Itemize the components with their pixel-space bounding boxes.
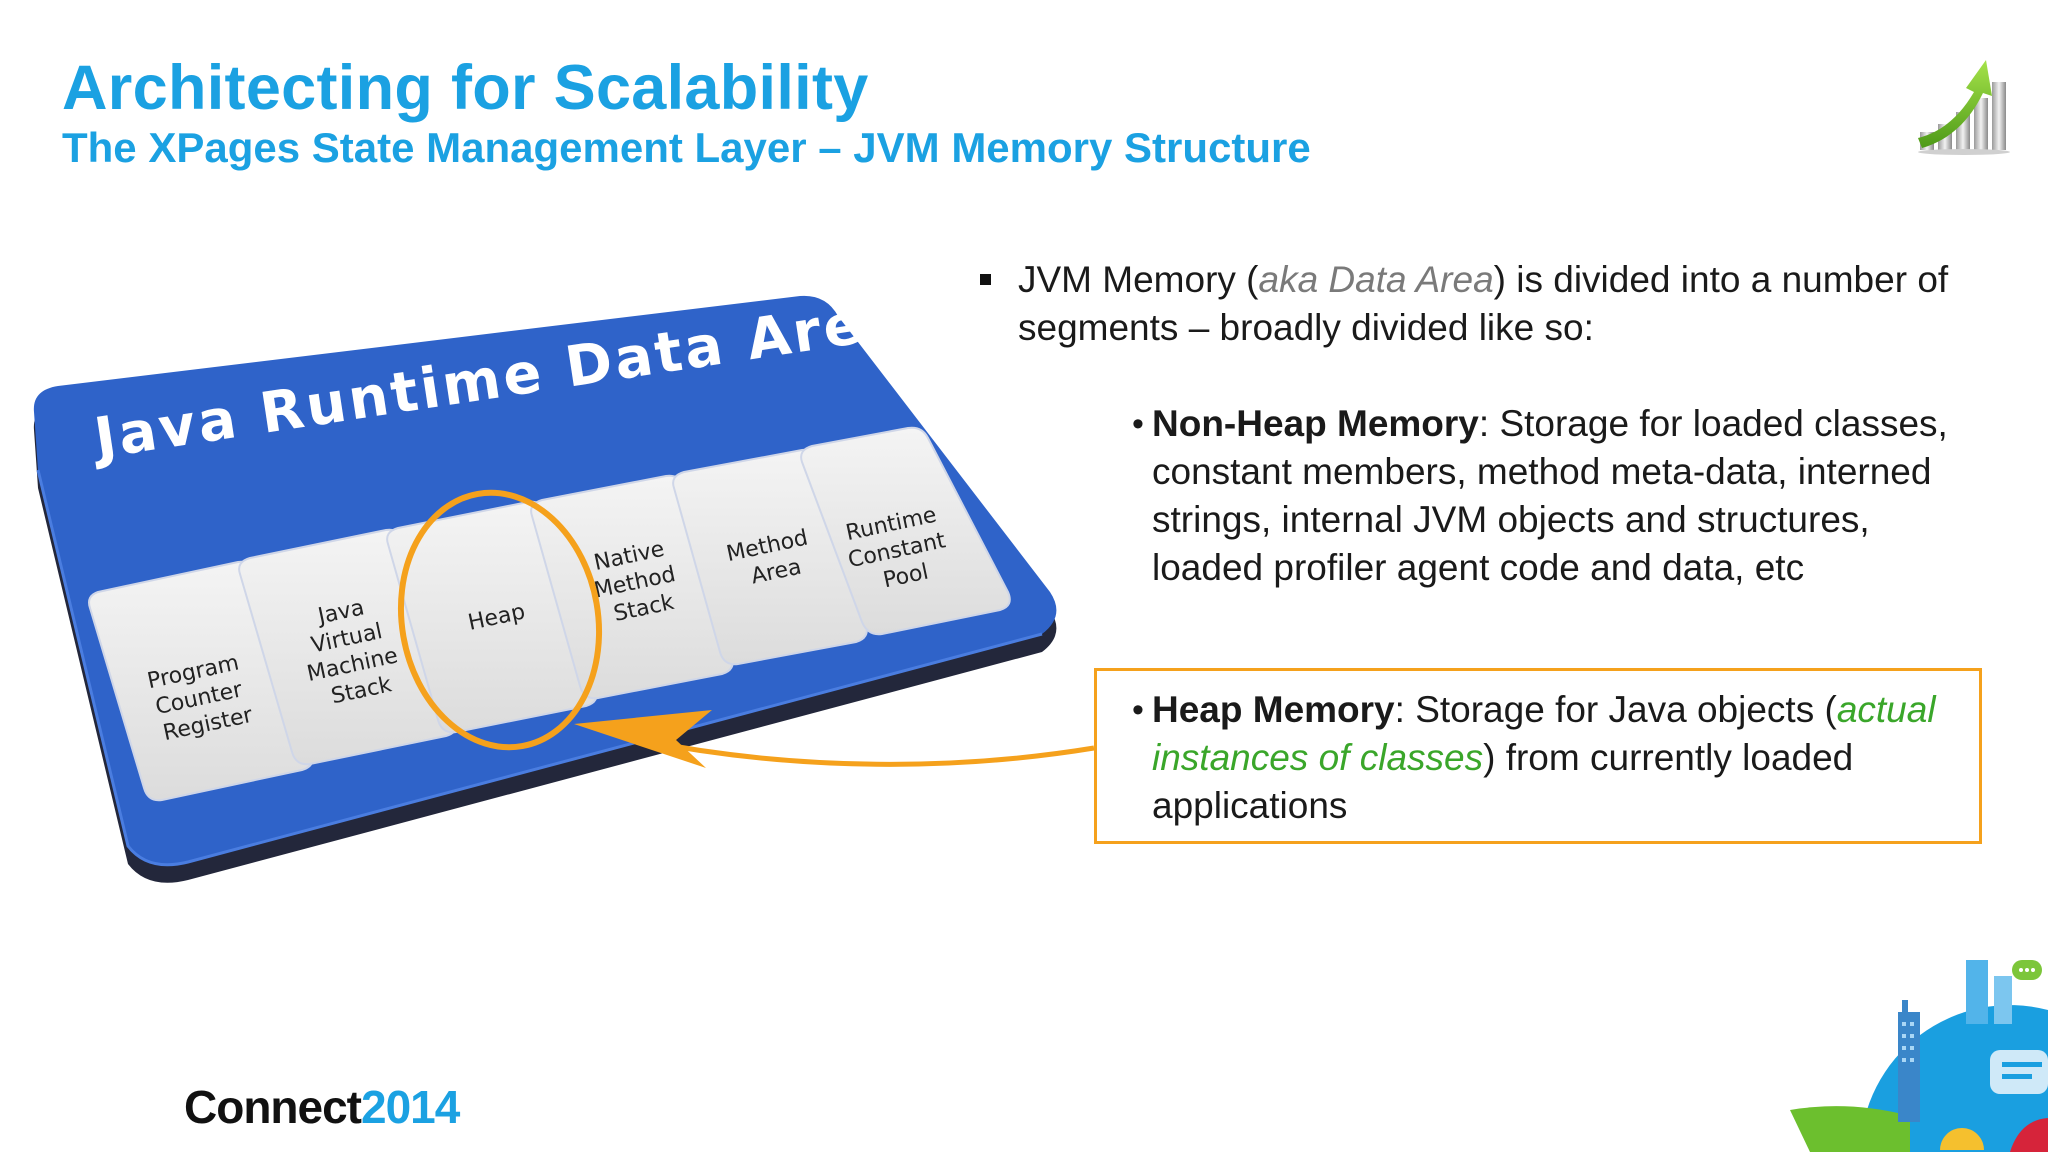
heap-highlight-circle bbox=[397, 489, 603, 751]
main-bullet-text-post: ) is divided into a number of segments –… bbox=[1018, 259, 1949, 348]
bullet-dot-icon: • bbox=[1132, 691, 1144, 729]
aka-data-area: aka Data Area bbox=[1258, 259, 1494, 300]
heap-highlight-box bbox=[1094, 668, 1982, 844]
bullet-square-icon bbox=[980, 274, 991, 285]
heap-highlight-text: actual instances of classes bbox=[1152, 689, 1936, 778]
non-heap-description: : Storage for loaded classes, constant m… bbox=[1152, 403, 1948, 588]
segment-runtime-constant-pool: Runtime Constant Pool bbox=[800, 426, 1011, 636]
heap-description-pre: : Storage for Java objects ( bbox=[1394, 689, 1837, 730]
non-heap-bullet: • Non-Heap Memory: Storage for loaded cl… bbox=[1132, 400, 1952, 592]
main-bullet: JVM Memory (aka Data Area) is divided in… bbox=[980, 256, 2000, 352]
heap-term: Heap Memory bbox=[1152, 689, 1395, 730]
segment-native-method-stack: Native Method Stack bbox=[530, 474, 734, 700]
non-heap-term: Non-Heap Memory bbox=[1152, 403, 1479, 444]
slide-title: Architecting for Scalability bbox=[62, 53, 869, 123]
slide-subtitle: The XPages State Management Layer – JVM … bbox=[62, 124, 1311, 171]
jvm-data-area-diagram: Java Runtime Data Area Program Counter R… bbox=[33, 290, 1057, 883]
main-bullet-text-pre: JVM Memory ( bbox=[1018, 259, 1259, 300]
growth-chart-icon bbox=[1918, 60, 2010, 155]
city-globe-icon bbox=[1790, 960, 2048, 1152]
connect-2014-logo: Connect2014 bbox=[184, 1081, 460, 1133]
heap-description-post: ) from currently loaded applications bbox=[1152, 737, 1854, 826]
bullet-dot-icon: • bbox=[1132, 405, 1144, 443]
heap-bullet: • Heap Memory: Storage for Java objects … bbox=[1132, 686, 1952, 830]
